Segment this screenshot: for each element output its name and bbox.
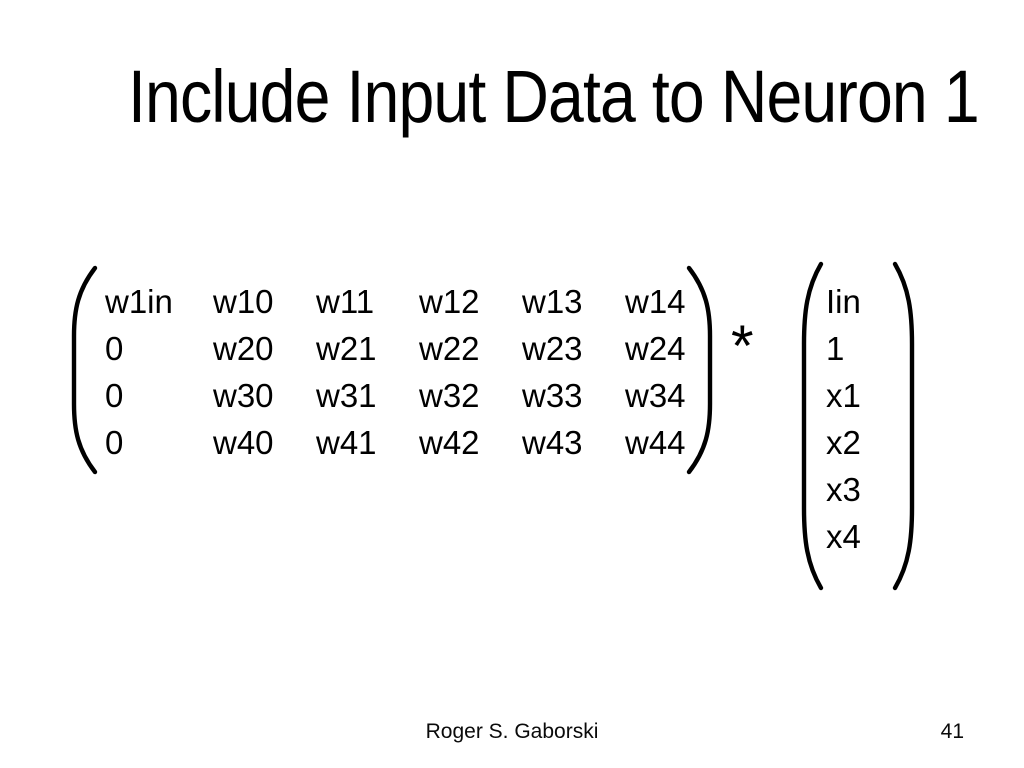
matrix-cell: w43: [522, 424, 583, 461]
matrix-cell: w44: [625, 424, 686, 461]
matrix-cell: w33: [522, 377, 583, 414]
vector-cell: x2: [826, 424, 861, 461]
matrix-right-paren-bracket: [684, 264, 716, 476]
matrix-cell: w40: [213, 424, 274, 461]
matrix-cell: w20: [213, 330, 274, 367]
weight-matrix: w1in w10 w11 w12 w13 w14 0 w20 w21 w22 w23 w24 0 w30 w…: [105, 278, 705, 466]
vector-cell: x1: [826, 377, 861, 414]
vector-right-paren-bracket: [891, 260, 917, 592]
matrix-cell: w23: [522, 330, 583, 367]
matrix-left-paren-bracket: [68, 264, 100, 476]
footer-author: Roger S. Gaborski: [425, 720, 599, 743]
matrix-cell: w11: [316, 283, 375, 320]
matrix-cell: w31: [316, 377, 377, 414]
vector-cell: x3: [826, 471, 861, 508]
matrix-cell: w41: [316, 424, 377, 461]
matrix-cell: w13: [522, 283, 583, 320]
matrix-cell: w30: [213, 377, 274, 414]
matrix-cell: 0: [105, 377, 124, 414]
input-vector: Iin 1 x1 x2 x3 x4: [826, 278, 861, 560]
matrix-cell: w1in: [105, 283, 173, 320]
matrix-cell: 0: [105, 424, 124, 461]
matrix-cell: w10: [213, 283, 274, 320]
matrix-cell: w12: [419, 283, 480, 320]
matrix-cell: w42: [419, 424, 480, 461]
vector-cell: Iin: [826, 283, 861, 320]
matrix-cell: w34: [625, 377, 686, 414]
vector-cell: x4: [826, 518, 861, 555]
vector-cell: 1: [826, 330, 845, 367]
matrix-cell: w14: [625, 283, 686, 320]
matrix-cell: w22: [419, 330, 480, 367]
matrix-cell: w21: [316, 330, 377, 367]
slide-title: Include Input Data to Neuron 1: [128, 55, 980, 138]
matrix-cell: w32: [419, 377, 480, 414]
multiply-operator: *: [731, 314, 754, 379]
footer-page-number: 41: [940, 720, 964, 743]
vector-left-paren-bracket: [799, 260, 825, 592]
matrix-cell: 0: [105, 330, 124, 367]
matrix-cell: w24: [625, 330, 686, 367]
